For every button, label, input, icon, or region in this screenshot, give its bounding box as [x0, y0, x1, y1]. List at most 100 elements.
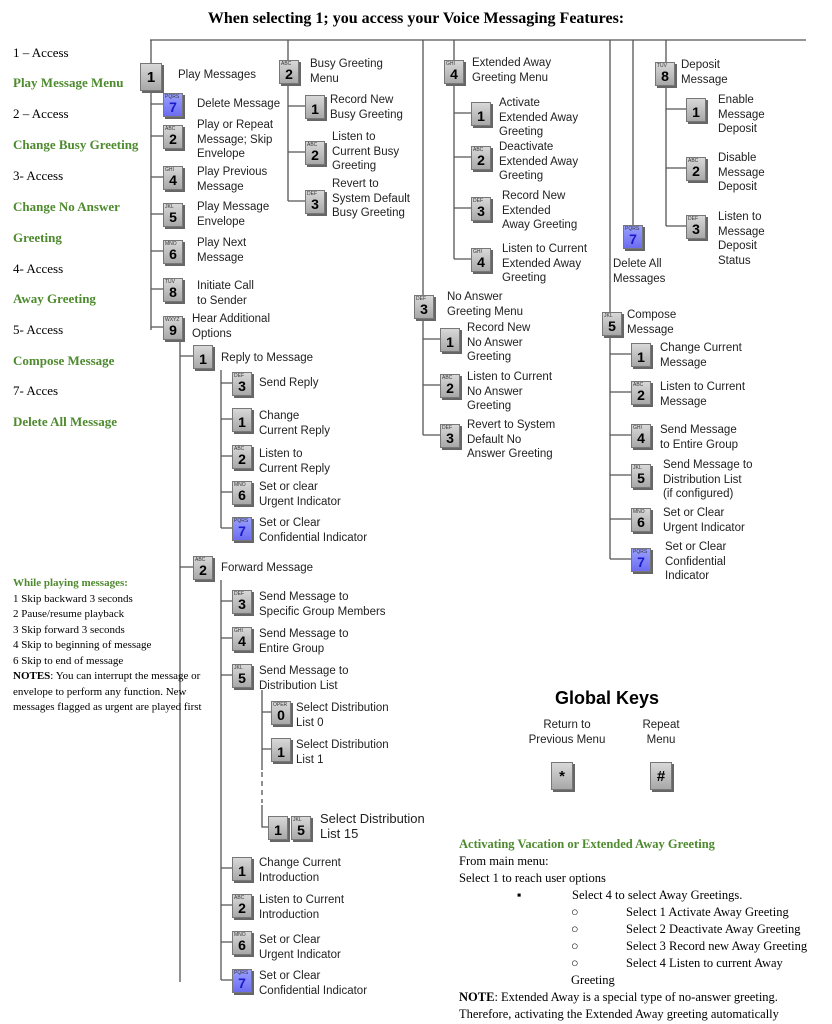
- vacation-instructions: Activating Vacation or Extended Away Gre…: [459, 836, 829, 1023]
- menu-option-label: Revert to System Default Busy Greeting: [332, 178, 410, 219]
- menu-option-label: Listen to Current No Answer Greeting: [467, 371, 553, 412]
- key-digit: 7: [238, 523, 246, 539]
- key-digit: 1: [446, 334, 454, 350]
- menu-option-label: Select Distribution List 1: [296, 739, 389, 766]
- key-digit: 4: [238, 633, 246, 649]
- key-1-button[interactable]: 1: [686, 98, 706, 122]
- key-1-button[interactable]: 1: [305, 95, 325, 119]
- key-1-button[interactable]: 1: [631, 343, 651, 367]
- menu-option-label: Listen to Current Message: [660, 381, 746, 408]
- key-letters: ABC: [281, 61, 292, 67]
- key-digit: 2: [477, 152, 485, 168]
- key-1-button[interactable]: 1: [440, 328, 460, 352]
- notes-label: NOTES: [13, 670, 51, 682]
- key-letters: TUV: [165, 279, 175, 285]
- playing-note-line: 2 Pause/resume playback: [13, 608, 125, 620]
- key-letters: GHI: [633, 425, 642, 431]
- menu-option-label: Set or Clear Confidential Indicator: [259, 970, 368, 997]
- key-letters: MNO: [633, 509, 645, 515]
- key-1-button[interactable]: 1: [268, 816, 288, 840]
- key-1-button[interactable]: 1: [140, 63, 162, 91]
- menu-option-label: Set or Clear Confidential Indicator: [259, 517, 368, 544]
- key-digit: 8: [661, 68, 669, 84]
- menu-option-label: Play Messages: [178, 69, 256, 81]
- key-1-button[interactable]: 1: [193, 345, 213, 369]
- key-digit: 7: [629, 231, 637, 247]
- star-key[interactable]: *: [551, 762, 573, 790]
- key-letters: DEF: [473, 198, 483, 204]
- key-digit: 4: [477, 254, 485, 270]
- playing-note-line: 1 Skip backward 3 seconds: [13, 592, 133, 605]
- notes-text: : You can interrupt the message or envel…: [13, 670, 202, 713]
- key-digit: 0: [277, 707, 285, 723]
- menu-option-label: Disable Message Deposit: [718, 152, 765, 193]
- playing-note-line: 3 Skip forward 3 seconds: [13, 623, 125, 636]
- left-menu-item: Change No Answer: [13, 199, 120, 214]
- key-digit: 2: [311, 147, 319, 163]
- key-1-button[interactable]: 1: [232, 857, 252, 881]
- vacation-bullet: Select 4 to select Away Greetings.: [572, 888, 743, 902]
- key-digit: 9: [169, 322, 177, 338]
- menu-option-label: Deactivate Extended Away Greeting: [499, 141, 579, 182]
- key-1-button[interactable]: 1: [232, 408, 252, 432]
- global-keys-title: Global Keys: [555, 688, 660, 708]
- key-1-button[interactable]: 1: [471, 102, 491, 126]
- pound-key[interactable]: #: [650, 762, 672, 790]
- key-digit: 8: [169, 284, 177, 300]
- key-digit: 1: [146, 69, 156, 86]
- playing-note-line: 4 Skip to beginning of message: [13, 639, 152, 651]
- key-letters: DEF: [234, 373, 244, 379]
- menu-option-label: Send Message to Specific Group Members: [259, 591, 386, 618]
- circle-bullet-icon: ○: [571, 905, 579, 919]
- key-digit: 4: [637, 430, 645, 446]
- key-digit: 3: [420, 301, 428, 317]
- key-1-button[interactable]: 1: [271, 738, 291, 762]
- left-menu-item: 3- Access: [13, 168, 64, 183]
- menu-option-label: Play Message Envelope: [197, 201, 270, 228]
- key-digit: 4: [450, 66, 458, 82]
- menu-option-label: Change Current Reply: [259, 410, 330, 437]
- key-letters: ABC: [473, 147, 484, 153]
- menu-option-label: Delete All Messages: [613, 258, 666, 285]
